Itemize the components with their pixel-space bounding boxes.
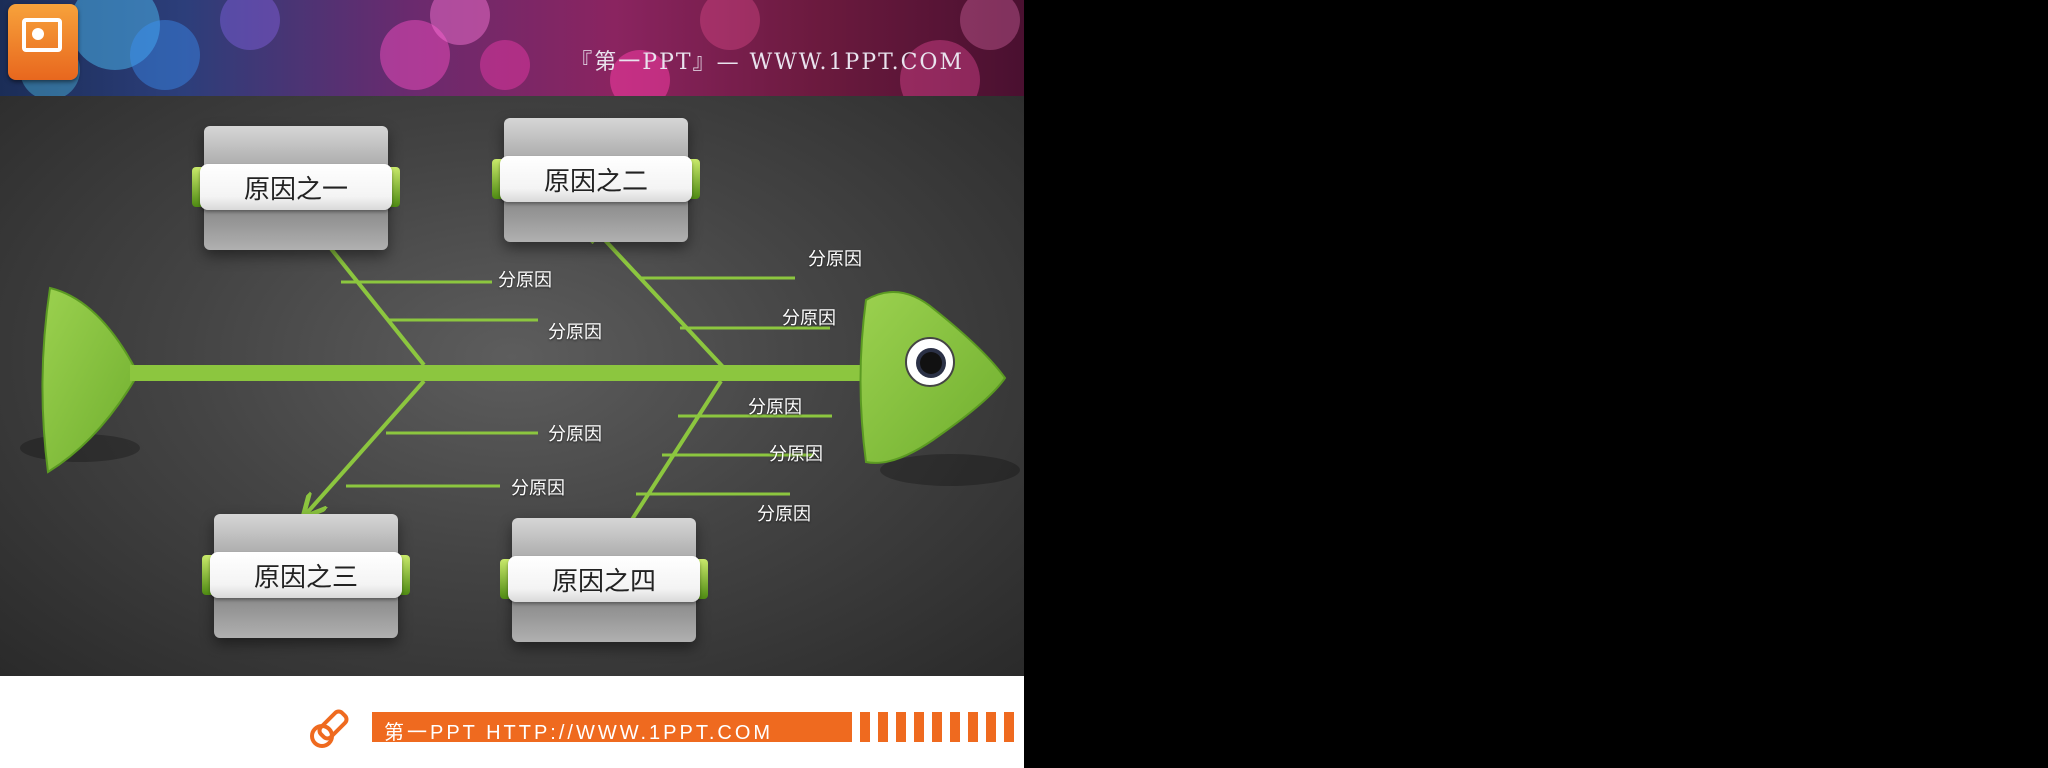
footer: 第一PPT HTTP://WWW.1PPT.COM xyxy=(0,676,1024,768)
sub-cause-label: 分原因 xyxy=(511,478,565,499)
sub-cause-label: 分原因 xyxy=(769,444,823,465)
footer-bar: 第一PPT HTTP://WWW.1PPT.COM xyxy=(372,712,852,744)
header-banner: 『第一PPT』— WWW.1PPT.COM xyxy=(0,0,1024,96)
sub-cause-label: 分原因 xyxy=(548,424,602,445)
cause-box-1: 原因之一 xyxy=(192,126,400,250)
cause-label-3: 原因之三 xyxy=(210,552,402,598)
cause-box-3: 原因之三 xyxy=(202,514,410,638)
sub-cause-label: 分原因 xyxy=(548,322,602,343)
fish-spine xyxy=(130,365,870,381)
powerpoint-icon xyxy=(8,4,78,80)
footer-text: 第一PPT HTTP://WWW.1PPT.COM xyxy=(384,722,774,744)
cause-label-2: 原因之二 xyxy=(500,156,692,202)
header-title: 『第一PPT』— WWW.1PPT.COM xyxy=(570,50,964,75)
fish-tail xyxy=(41,286,140,474)
cause-label-1: 原因之一 xyxy=(200,164,392,210)
sub-cause-label: 分原因 xyxy=(808,249,862,270)
sub-cause-label: 分原因 xyxy=(748,397,802,418)
fishbone-graphic xyxy=(20,0,1020,768)
slide: 『第一PPT』— WWW.1PPT.COM xyxy=(0,0,1024,768)
sub-cause-label: 分原因 xyxy=(498,270,552,291)
sub-cause-label: 分原因 xyxy=(782,308,836,329)
sub-cause-label: 分原因 xyxy=(757,504,811,525)
cause-box-4: 原因之四 xyxy=(500,518,708,642)
bone-cause-3 xyxy=(306,379,426,514)
cause-box-2: 原因之二 xyxy=(492,118,700,242)
bone-cause-2 xyxy=(588,222,726,370)
pen-icon xyxy=(310,709,349,748)
cause-label-4: 原因之四 xyxy=(508,556,700,602)
